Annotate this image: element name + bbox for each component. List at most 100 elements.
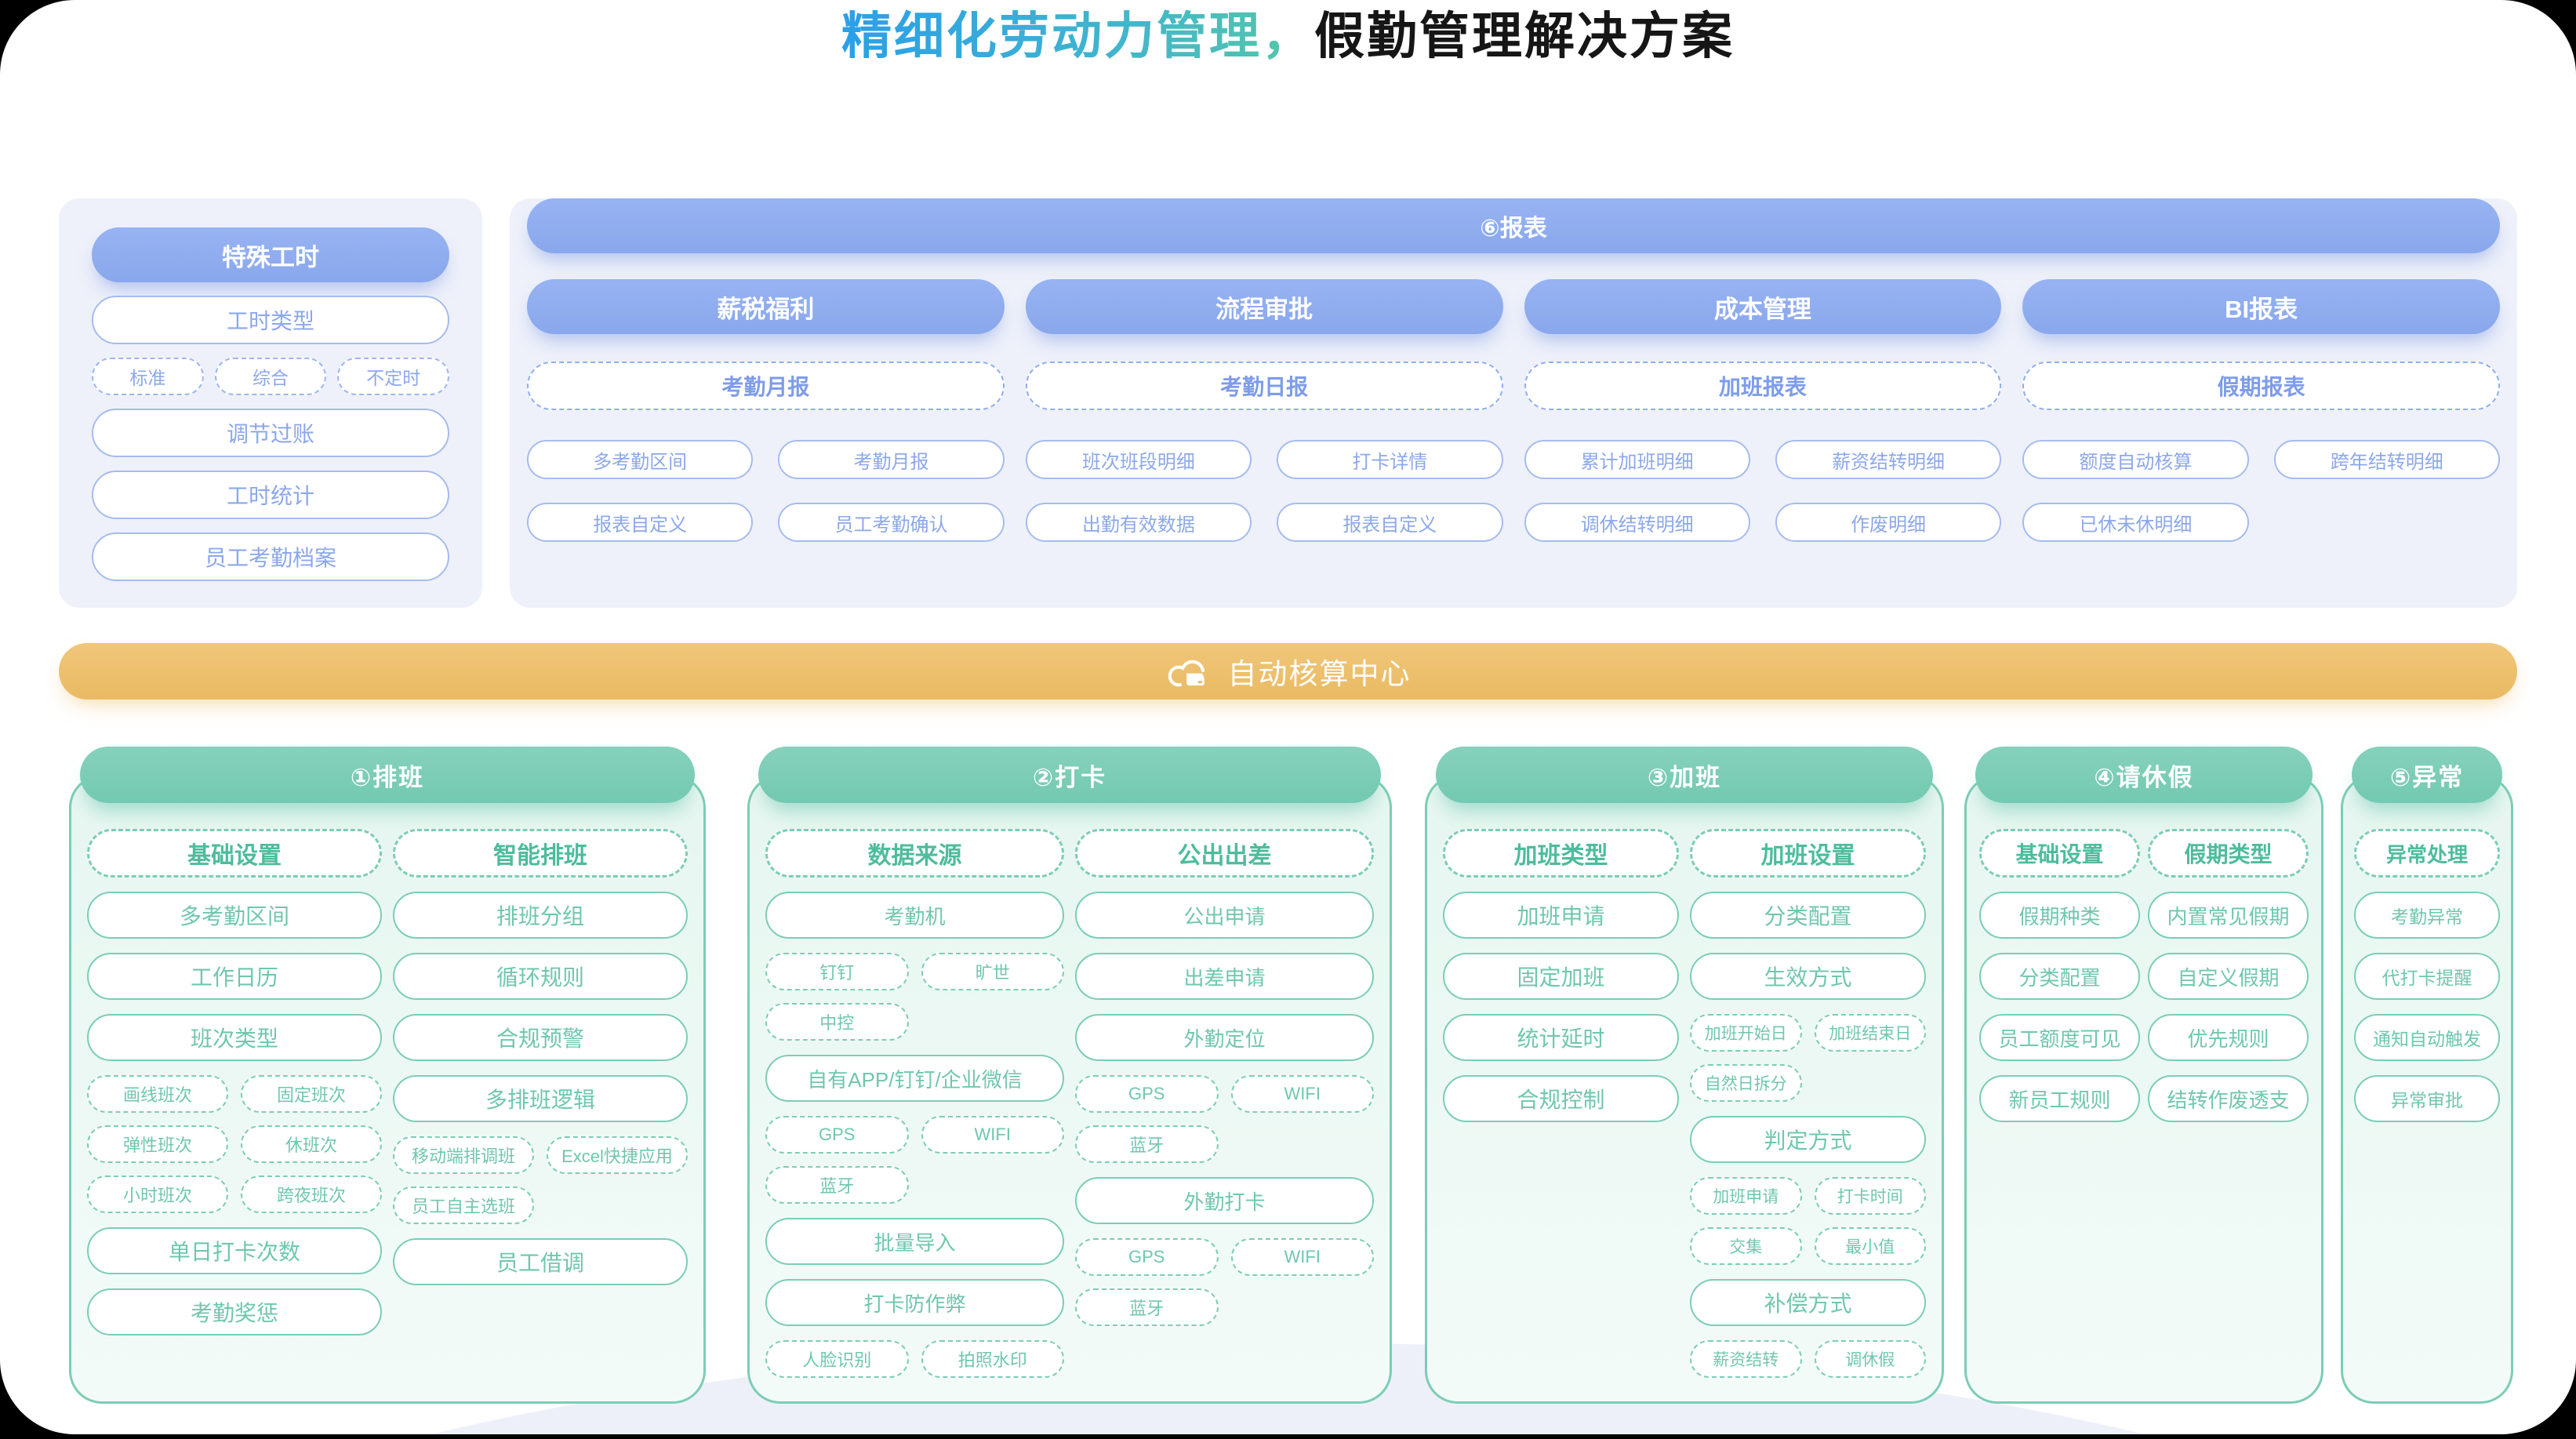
feature-tag: GPS bbox=[765, 1116, 909, 1154]
feature-pill: 合规预警 bbox=[393, 1014, 688, 1061]
section-header: ②打卡 bbox=[758, 747, 1381, 803]
auto-calculation-label: 自动核算中心 bbox=[1227, 658, 1412, 690]
special-hours-header: 特殊工时 bbox=[92, 227, 449, 282]
tag-grid: 人脸识别 拍照水印 bbox=[765, 1340, 1064, 1378]
subcolumn-smart-scheduling: 智能排班 排班分组 循环规则 合规预警 多排班逻辑 移动端排调班 Excel快捷… bbox=[393, 829, 688, 1386]
category-pill: 基础设置 bbox=[87, 829, 382, 878]
feature-pill: 考勤机 bbox=[765, 892, 1064, 939]
feature-pill: 员工借调 bbox=[393, 1238, 688, 1285]
subcolumn-data-sources: 数据来源 考勤机 钉钉 旷世 中控 自有APP/钉钉/企业微信 GPS WIFI… bbox=[765, 829, 1064, 1386]
report-pill: 已休未休明细 bbox=[2022, 503, 2249, 542]
feature-pill: 通知自动触发 bbox=[2354, 1014, 2500, 1061]
reports-header: ⑥报表 bbox=[527, 198, 2500, 253]
auto-calculation-bar: 自动核算中心 bbox=[59, 643, 2517, 700]
feature-tag: WIFI bbox=[921, 1116, 1064, 1154]
feature-tag: 员工自主选班 bbox=[393, 1186, 534, 1224]
feature-pill: 内置常见假期 bbox=[2148, 892, 2309, 939]
feature-pill: 批量导入 bbox=[765, 1218, 1064, 1265]
featured-report-pill: 考勤日报 bbox=[1025, 362, 1503, 410]
feature-pill: 分类配置 bbox=[1690, 892, 1926, 939]
tag-grid: 画线班次 固定班次 弹性班次 休班次 小时班次 跨夜班次 bbox=[87, 1075, 382, 1213]
feature-tag: GPS bbox=[1075, 1238, 1219, 1276]
reports-column-payroll: 薪税福利 考勤月报 多考勤区间 考勤月报 报表自定义 员工考勤确认 bbox=[527, 279, 1005, 542]
section-scheduling: ①排班 基础设置 多考勤区间 工作日历 班次类型 画线班次 固定班次 弹性班次 … bbox=[69, 747, 706, 1404]
column-header: 流程审批 bbox=[1025, 279, 1503, 334]
report-pill: 员工考勤确认 bbox=[778, 503, 1005, 542]
report-items: 班次班段明细 打卡详情 出勤有效数据 报表自定义 bbox=[1025, 440, 1503, 542]
section-header: ③加班 bbox=[1436, 747, 1933, 803]
section-body: 基础设置 多考勤区间 工作日历 班次类型 画线班次 固定班次 弹性班次 休班次 … bbox=[69, 775, 706, 1404]
featured-report-pill: 假期报表 bbox=[2022, 362, 2500, 410]
feature-pill: 固定加班 bbox=[1443, 953, 1679, 1000]
feature-pill: 假期种类 bbox=[1979, 892, 2140, 939]
feature-pill: 结转作废透支 bbox=[2148, 1075, 2309, 1122]
feature-tag: 人脸识别 bbox=[765, 1340, 909, 1378]
feature-pill: 加班申请 bbox=[1443, 892, 1679, 939]
section-header: ④请休假 bbox=[1975, 747, 2313, 803]
tag-row: 标准 综合 不定时 bbox=[92, 358, 450, 395]
feature-pill: 分类配置 bbox=[1979, 953, 2140, 1000]
report-pill: 累计加班明细 bbox=[1524, 440, 1750, 479]
report-pill: 考勤月报 bbox=[778, 440, 1005, 479]
section-leave: ④请休假 基础设置 假期种类 分类配置 员工额度可见 新员工规则 假期类型 内置… bbox=[1964, 747, 2323, 1404]
tag-grid: GPS WIFI 蓝牙 bbox=[765, 1116, 1064, 1204]
tag-grid: 加班开始日 加班结束日 自然日拆分 bbox=[1690, 1014, 1926, 1102]
feature-tag: 画线班次 bbox=[87, 1075, 228, 1113]
category-pill: 假期类型 bbox=[2148, 829, 2309, 878]
tag-grid: GPS WIFI 蓝牙 bbox=[1075, 1238, 1374, 1326]
feature-tag: 蓝牙 bbox=[765, 1166, 909, 1204]
section-exceptions: ⑤异常 异常处理 考勤异常 代打卡提醒 通知自动触发 异常审批 bbox=[2341, 747, 2513, 1404]
subcolumn-overtime-settings: 加班设置 分类配置 生效方式 加班开始日 加班结束日 自然日拆分 判定方式 加班… bbox=[1690, 829, 1926, 1386]
page-title-highlight: 精细化劳动力管理， bbox=[841, 8, 1314, 64]
tag-grid: GPS WIFI 蓝牙 bbox=[1075, 1075, 1374, 1163]
section-header: ①排班 bbox=[80, 747, 695, 803]
section-overtime: ③加班 加班类型 加班申请 固定加班 统计延时 合规控制 加班设置 分类配置 生… bbox=[1425, 747, 1944, 1404]
reports-column-workflow: 流程审批 考勤日报 班次班段明细 打卡详情 出勤有效数据 报表自定义 bbox=[1025, 279, 1503, 542]
category-pill: 数据来源 bbox=[765, 829, 1064, 878]
feature-pill: 考勤异常 bbox=[2354, 892, 2500, 939]
feature-tag: 拍照水印 bbox=[921, 1340, 1064, 1378]
report-pill: 报表自定义 bbox=[1277, 503, 1503, 542]
feature-pill: 自定义假期 bbox=[2148, 953, 2309, 1000]
subcolumn-basic-settings: 基础设置 多考勤区间 工作日历 班次类型 画线班次 固定班次 弹性班次 休班次 … bbox=[87, 829, 382, 1386]
report-pill: 调休结转明细 bbox=[1524, 503, 1750, 542]
subcolumn-business-trip: 公出出差 公出申请 出差申请 外勤定位 GPS WIFI 蓝牙 外勤打卡 GPS… bbox=[1075, 829, 1374, 1386]
tag-grid: 移动端排调班 Excel快捷应用 员工自主选班 bbox=[393, 1136, 688, 1224]
feature-pill: 出差申请 bbox=[1075, 953, 1374, 1000]
feature-pill: 单日打卡次数 bbox=[87, 1227, 382, 1274]
feature-pill: 调节过账 bbox=[92, 409, 449, 457]
feature-pill: 自有APP/钉钉/企业微信 bbox=[765, 1055, 1064, 1102]
feature-pill: 工时类型 bbox=[92, 296, 449, 344]
featured-report-pill: 加班报表 bbox=[1524, 362, 2002, 410]
section-body: 数据来源 考勤机 钉钉 旷世 中控 自有APP/钉钉/企业微信 GPS WIFI… bbox=[747, 775, 1392, 1404]
feature-tag: 标准 bbox=[92, 358, 204, 395]
feature-tag: 中控 bbox=[765, 1003, 909, 1041]
page-title-rest: 假勤管理解决方案 bbox=[1314, 8, 1735, 64]
report-pill: 班次班段明细 bbox=[1025, 440, 1252, 479]
report-items: 多考勤区间 考勤月报 报表自定义 员工考勤确认 bbox=[527, 440, 1005, 542]
report-pill: 额度自动核算 bbox=[2022, 440, 2249, 479]
category-pill: 异常处理 bbox=[2354, 829, 2500, 878]
feature-tag: 加班开始日 bbox=[1690, 1014, 1802, 1052]
feature-tag: 加班结束日 bbox=[1814, 1014, 1926, 1052]
feature-tag: WIFI bbox=[1230, 1238, 1374, 1276]
category-pill: 加班设置 bbox=[1690, 829, 1926, 878]
section-body: 加班类型 加班申请 固定加班 统计延时 合规控制 加班设置 分类配置 生效方式 … bbox=[1425, 775, 1944, 1404]
featured-report-pill: 考勤月报 bbox=[527, 362, 1005, 410]
feature-pill: 异常审批 bbox=[2354, 1075, 2500, 1122]
feature-pill: 排班分组 bbox=[393, 892, 688, 939]
section-body: 基础设置 假期种类 分类配置 员工额度可见 新员工规则 假期类型 内置常见假期 … bbox=[1964, 775, 2323, 1404]
tag-grid: 加班申请 打卡时间 交集 最小值 bbox=[1690, 1177, 1926, 1265]
feature-pill: 外勤打卡 bbox=[1075, 1177, 1374, 1224]
reports-columns: 薪税福利 考勤月报 多考勤区间 考勤月报 报表自定义 员工考勤确认 流程审批 考… bbox=[527, 279, 2500, 542]
feature-pill: 打卡防作弊 bbox=[765, 1279, 1064, 1326]
feature-tag: 休班次 bbox=[241, 1125, 382, 1163]
feature-tag: 固定班次 bbox=[241, 1075, 382, 1113]
feature-tag: 交集 bbox=[1690, 1227, 1802, 1265]
reports-column-cost: 成本管理 加班报表 累计加班明细 薪资结转明细 调休结转明细 作废明细 bbox=[1524, 279, 2002, 542]
feature-pill: 多排班逻辑 bbox=[393, 1075, 688, 1122]
category-pill: 基础设置 bbox=[1979, 829, 2140, 878]
feature-tag: Excel快捷应用 bbox=[547, 1136, 688, 1174]
category-pill: 公出出差 bbox=[1075, 829, 1374, 878]
